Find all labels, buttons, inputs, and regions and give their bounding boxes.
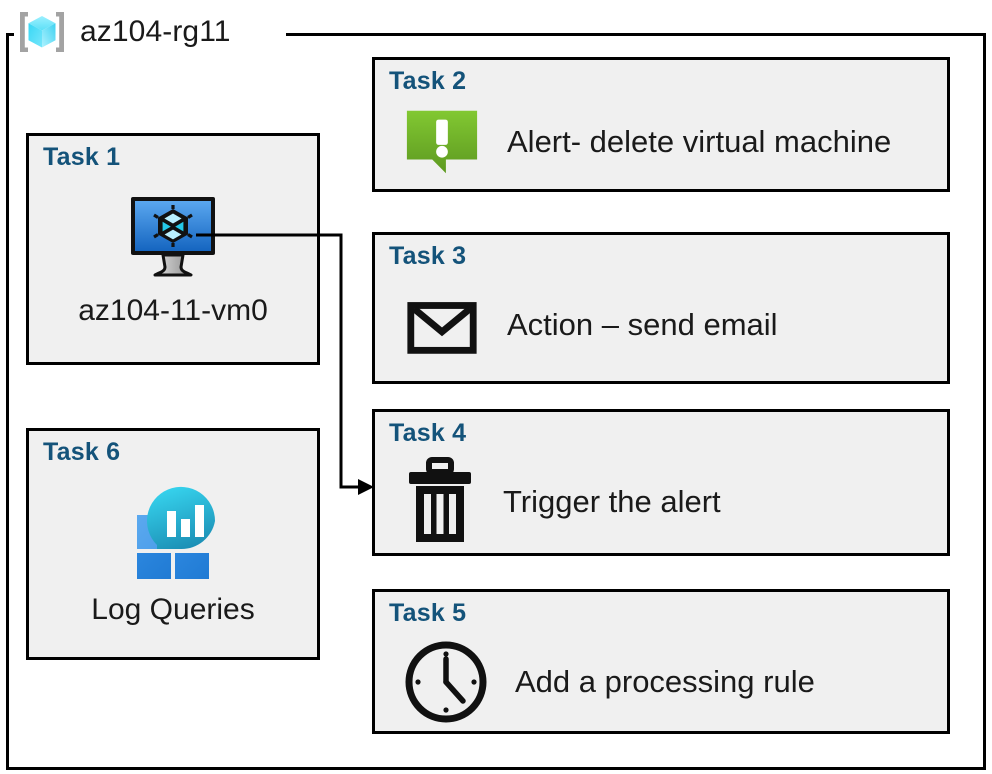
task-card-caption: az104-11-vm0: [78, 294, 268, 327]
task-card-caption: Action – send email: [507, 307, 778, 342]
virtual-machine-icon: [29, 190, 317, 282]
task-card-title: Task 6: [43, 438, 121, 466]
envelope-icon: [403, 286, 481, 364]
task-card-title: Task 2: [389, 67, 467, 95]
task-card-task-4[interactable]: Task 4 Trigger the alert: [372, 409, 950, 556]
trash-icon: [403, 456, 477, 548]
resource-group-container: [6, 33, 986, 770]
task-card-row: Alert- delete virtual machine: [403, 100, 937, 184]
task-card-caption: Trigger the alert: [503, 484, 721, 519]
task-card-task-3[interactable]: Task 3 Action – send email: [372, 232, 950, 384]
task-card-row: Trigger the alert: [403, 456, 937, 548]
task-card-title: Task 4: [389, 419, 467, 447]
task-card-caption: Add a processing rule: [515, 664, 815, 699]
task-card-caption: Alert- delete virtual machine: [507, 124, 892, 159]
resource-group-title-gap: [14, 24, 286, 46]
alert-bubble-icon: [403, 103, 481, 181]
task-card-task-6[interactable]: Task 6: [26, 428, 320, 660]
log-analytics-icon: [29, 481, 317, 579]
task-card-task-1[interactable]: Task 1: [26, 133, 320, 365]
task-card-row: Action – send email: [403, 283, 937, 367]
azure-resource-group-icon: [14, 7, 70, 57]
clock-icon: [403, 639, 489, 725]
task-card-row: Add a processing rule: [403, 638, 937, 726]
task-card-task-5[interactable]: Task 5 Add a processing rule: [372, 589, 950, 734]
task-card-title: Task 5: [389, 599, 467, 627]
task-card-task-2[interactable]: Task 2 Alert- delete virtual machine: [372, 57, 950, 192]
task-card-title: Task 1: [43, 143, 121, 171]
resource-group-name: az104-rg11: [80, 15, 231, 48]
task-card-caption: Log Queries: [91, 593, 255, 626]
task-card-title: Task 3: [389, 242, 467, 270]
resource-group-header: az104-rg11: [14, 4, 231, 60]
